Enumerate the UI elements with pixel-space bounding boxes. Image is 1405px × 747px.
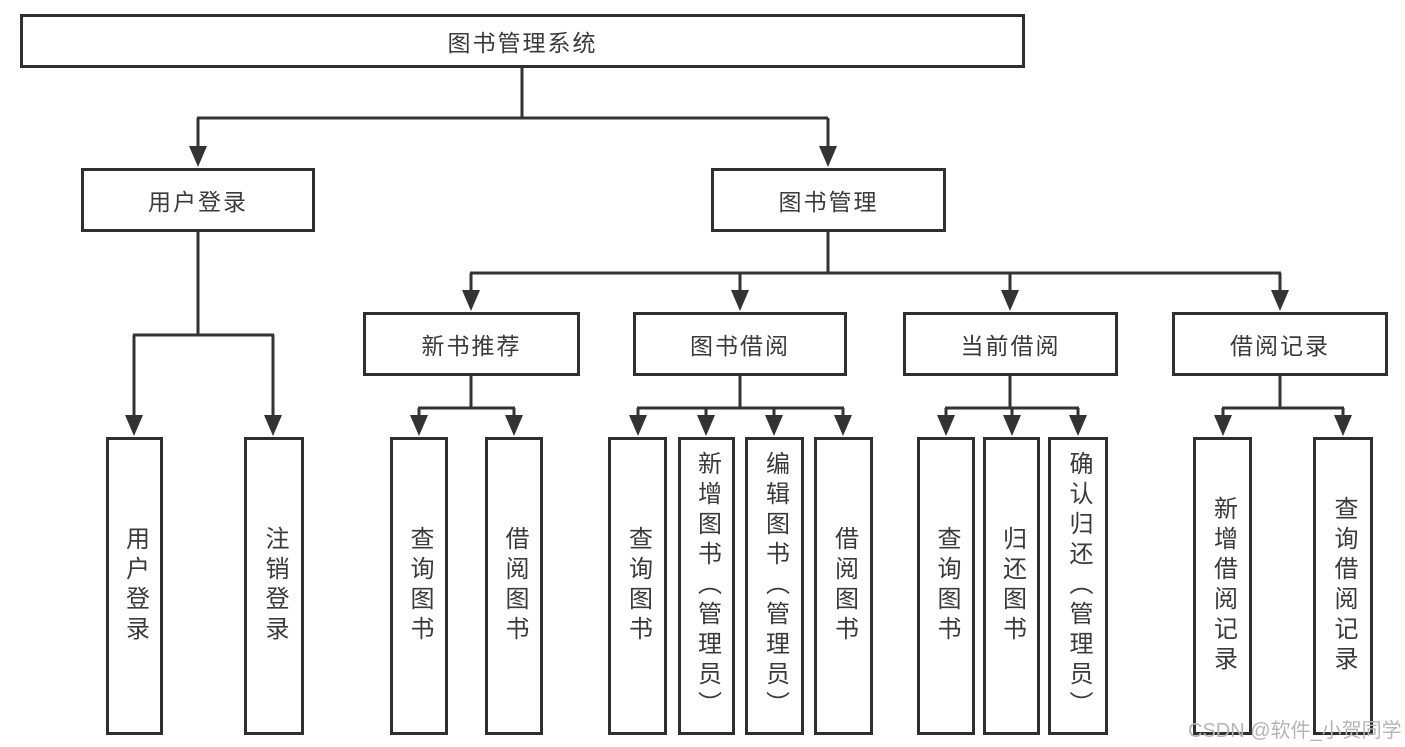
node-label: 借阅图书 (830, 526, 858, 646)
arrow-down-icon (731, 290, 749, 311)
arrow-down-icon (819, 146, 837, 167)
arrow-down-icon (629, 415, 647, 436)
node-user-login: 用户登录 (81, 168, 315, 232)
leaf-borrow-books: 借阅图书 (814, 437, 873, 735)
node-label: 归还图书 (998, 526, 1026, 646)
arrow-down-icon (1001, 290, 1019, 311)
leaf-user-login: 用户登录 (106, 437, 163, 735)
arrow-down-icon (410, 415, 428, 436)
node-label: 用户登录 (148, 189, 248, 215)
node-label: 注销登录 (261, 526, 288, 646)
arrow-down-icon (834, 415, 852, 436)
leaf-borrow-books-recommend: 借阅图书 (485, 437, 543, 735)
node-label: 查询借阅记录 (1330, 496, 1357, 676)
leaf-confirm-return-admin: 确认归还（管理员） (1048, 437, 1108, 735)
node-library-system: 图书管理系统 (20, 14, 1025, 68)
connector-book-borrowing-children (629, 376, 852, 436)
leaf-add-books-admin: 新增图书（管理员） (678, 437, 735, 735)
connector-user-login-children (125, 232, 282, 436)
node-label: 借阅图书 (501, 526, 528, 646)
node-label: 查询图书 (933, 526, 960, 646)
arrow-down-icon (1271, 290, 1289, 311)
node-label: 图书管理 (778, 189, 879, 215)
connector-book-management-children (462, 232, 1289, 311)
node-book-borrowing: 图书借阅 (633, 312, 847, 376)
csdn-watermark: CSDN @软件_小贺同学 (1188, 720, 1402, 742)
leaf-query-books-borrowing: 查询图书 (608, 437, 667, 735)
node-label: 编辑图书（管理员） (761, 451, 789, 721)
node-label: 新增借阅记录 (1209, 496, 1237, 676)
node-label: 新增图书（管理员） (693, 451, 721, 721)
arrow-down-icon (1003, 415, 1021, 436)
arrow-down-icon (697, 415, 715, 436)
arrow-down-icon (264, 415, 282, 436)
leaf-edit-books-admin: 编辑图书（管理员） (745, 437, 804, 735)
node-book-management: 图书管理 (711, 168, 946, 232)
arrow-down-icon (189, 146, 207, 167)
connector-current-borrowing-children (937, 376, 1087, 436)
node-current-borrowing: 当前借阅 (903, 312, 1118, 376)
node-label: 图书管理系统 (447, 30, 598, 56)
arrow-down-icon (462, 290, 480, 311)
leaf-query-books-recommend: 查询图书 (390, 437, 448, 735)
leaf-logout: 注销登录 (244, 437, 304, 735)
arrow-down-icon (1214, 415, 1232, 436)
arrow-down-icon (125, 415, 143, 436)
connector-borrow-records-children (1214, 376, 1352, 436)
arrow-down-icon (765, 415, 783, 436)
node-label: 新书推荐 (421, 333, 522, 359)
arrow-down-icon (1069, 415, 1087, 436)
node-new-book-recommend: 新书推荐 (363, 312, 580, 376)
node-borrow-records: 借阅记录 (1172, 312, 1388, 376)
node-label: 确认归还（管理员） (1065, 451, 1092, 721)
node-label: 查询图书 (406, 526, 433, 646)
arrow-down-icon (937, 415, 955, 436)
arrow-down-icon (1334, 415, 1352, 436)
leaf-query-books-current: 查询图书 (917, 437, 975, 735)
node-label: 用户登录 (121, 526, 149, 646)
connector-root-to-level2 (189, 68, 837, 167)
connector-new-book-children (410, 376, 523, 436)
node-label: 图书借阅 (690, 333, 790, 359)
leaf-query-borrow-record: 查询借阅记录 (1313, 437, 1373, 735)
node-label: 当前借阅 (960, 333, 1061, 359)
node-label: 查询图书 (624, 526, 652, 646)
leaf-add-borrow-record: 新增借阅记录 (1193, 437, 1252, 735)
leaf-return-books: 归还图书 (983, 437, 1040, 735)
node-label: 借阅记录 (1230, 333, 1330, 359)
arrow-down-icon (505, 415, 523, 436)
